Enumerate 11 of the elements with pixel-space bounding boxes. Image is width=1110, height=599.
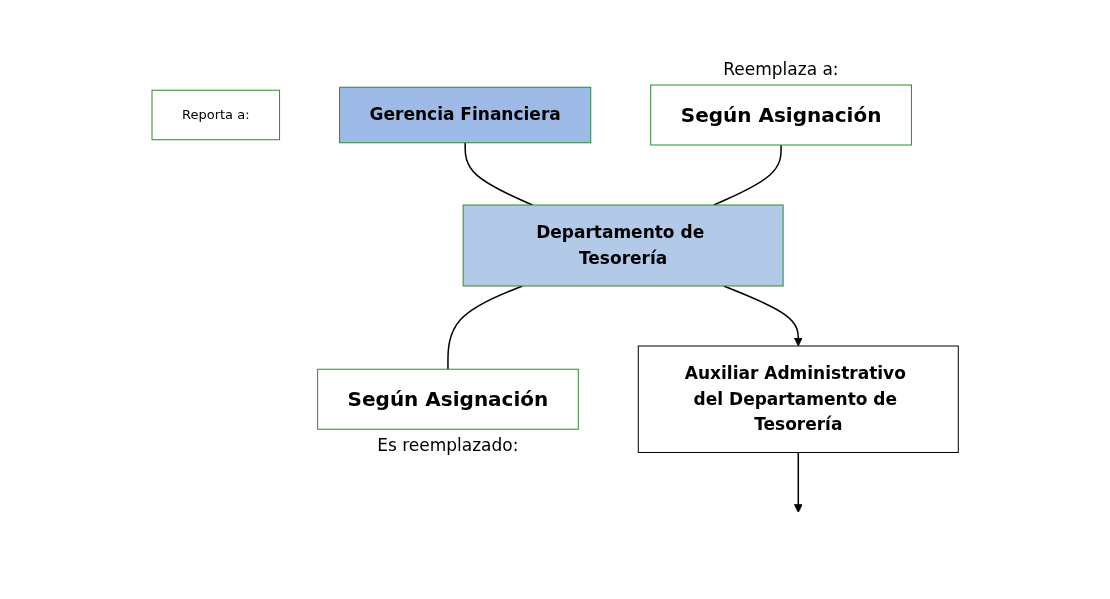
node-box: Gerencia Financiera [338, 87, 592, 144]
node-box: Reporta a: [151, 90, 280, 141]
node-caption: Reemplaza a: [723, 59, 839, 80]
arrow [793, 452, 803, 514]
node-box: Auxiliar Administrativo del Departamento de Tesorería [637, 345, 959, 454]
node-box: Según Asignación [650, 84, 912, 146]
node-box: Según Asignación [316, 369, 579, 430]
node-caption: Es reemplazado: [377, 435, 519, 456]
node-box: Departamento de Tesorería [462, 204, 784, 287]
connector [712, 144, 782, 206]
connector [464, 142, 533, 206]
